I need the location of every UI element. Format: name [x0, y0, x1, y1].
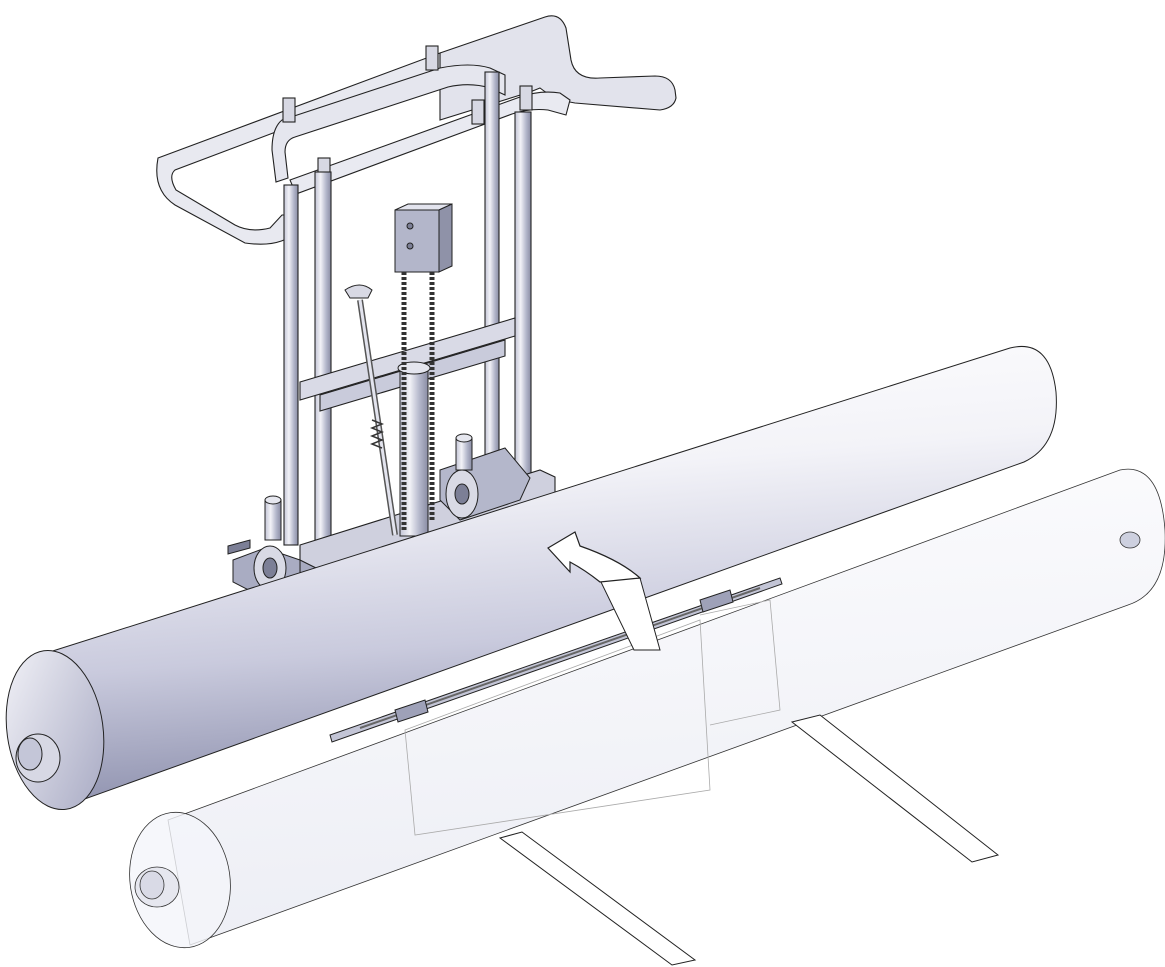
lever-knob — [344, 284, 373, 299]
rail-clip — [394, 699, 429, 723]
handle-clamp — [425, 45, 439, 71]
paper-roll-transparent — [129, 468, 1165, 949]
cradle-rails — [329, 577, 783, 743]
strap-lower-left — [498, 831, 697, 966]
handle-front-loop — [271, 64, 506, 183]
rail-clip — [699, 589, 734, 613]
caster-right — [439, 433, 531, 521]
mast-right-inner — [514, 111, 532, 488]
roll-body — [39, 346, 1057, 806]
handle-clamp — [519, 85, 533, 111]
curved-arrow-icon — [547, 531, 642, 583]
mast-left-outer — [283, 184, 299, 546]
hydraulic-unit — [344, 203, 453, 537]
mast-right-outer — [484, 71, 500, 493]
crossbar-upper — [299, 317, 516, 401]
paper-roll-solid — [5, 346, 1057, 811]
mast-left-inner — [314, 171, 332, 558]
control-box — [394, 209, 440, 273]
handle-front-bar — [156, 52, 441, 245]
strap-lower-right — [790, 714, 1000, 863]
handle-clamp — [282, 97, 296, 123]
ghost-roll-end — [129, 811, 231, 949]
straps — [498, 577, 1000, 966]
handle-clamp — [471, 99, 485, 125]
cylinder-body — [399, 365, 429, 537]
ghost-roll-body — [167, 468, 1165, 946]
spring — [369, 419, 385, 449]
